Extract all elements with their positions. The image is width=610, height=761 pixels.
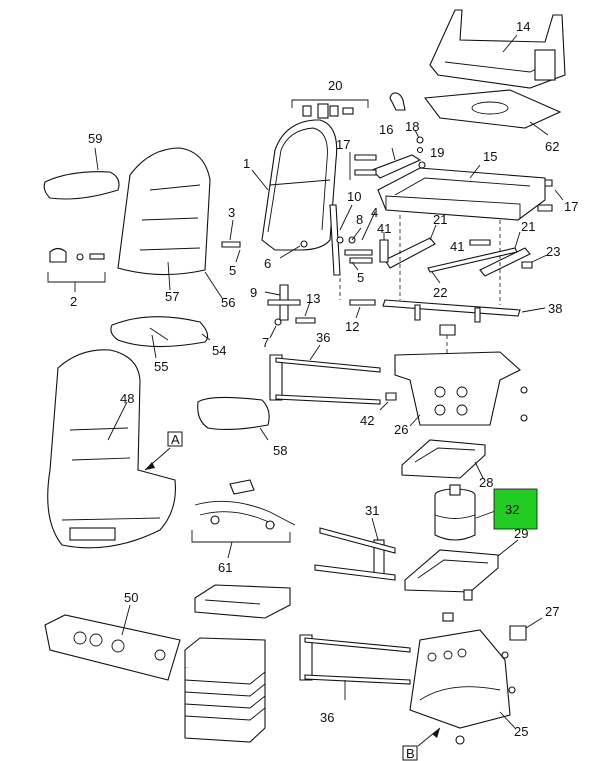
callout-54: 54: [212, 343, 226, 358]
part-56-57-back-cover: [117, 147, 223, 299]
part-36-lower-rod: [299, 634, 411, 700]
callout-50: 50: [124, 590, 138, 605]
part-27-bumper: [442, 612, 543, 641]
callout-3: 3: [228, 205, 235, 220]
part-61-wiring: [191, 479, 296, 559]
part-62-swivel-plate: [389, 89, 562, 136]
callout-57: 57: [165, 289, 179, 304]
callout-5a: 5: [229, 263, 236, 278]
callout-25: 25: [514, 724, 528, 739]
callout-48: 48: [120, 391, 134, 406]
callout-41b: 41: [450, 239, 464, 254]
callout-21a: 21: [433, 212, 447, 227]
callout-17b: 17: [564, 199, 578, 214]
part-15-slider: [377, 164, 546, 221]
part-20-hardware: [291, 99, 369, 119]
callout-4: 4: [371, 205, 378, 220]
callout-14: 14: [516, 19, 530, 34]
part-9-7-13-12: [264, 278, 376, 339]
callout-41a: 41: [377, 221, 391, 236]
callout-38: 38: [548, 301, 562, 316]
part-21-41-22-23-links: [379, 224, 548, 284]
callout-31: 31: [365, 503, 379, 518]
callout-36b: 36: [320, 710, 334, 725]
callout-7: 7: [262, 335, 269, 350]
callout-27: 27: [545, 604, 559, 619]
callout-17a: 17: [336, 137, 350, 152]
callout-32: 32: [505, 502, 519, 517]
part-58-armrest: [197, 396, 270, 441]
callout-1: 1: [243, 156, 250, 171]
callout-21b: 21: [521, 219, 535, 234]
callout-8: 8: [356, 212, 363, 227]
callout-labels: 14 20 59 16 18 62 17 19 15 1 10 17 3 8 4…: [70, 19, 578, 761]
callout-20: 20: [328, 78, 342, 93]
part-26-base: [379, 324, 528, 427]
part-1-back-frame: [251, 119, 338, 251]
part-32-air-spring: [434, 484, 538, 541]
part-38-rod: [382, 215, 546, 323]
part-54-55-cushion: [110, 316, 211, 359]
callout-36a: 36: [316, 330, 330, 345]
part-29-lower-link: [404, 539, 519, 601]
bellows-assembly: [184, 584, 291, 743]
callout-56: 56: [221, 295, 235, 310]
callout-58: 58: [273, 443, 287, 458]
callout-55: 55: [154, 359, 168, 374]
callout-42: 42: [360, 413, 374, 428]
callout-2: 2: [70, 294, 77, 309]
callout-10: 10: [347, 189, 361, 204]
callout-9: 9: [250, 285, 257, 300]
part-36-upper-rod: [269, 344, 381, 405]
part-59-armrest: [43, 147, 120, 200]
part-31-shock: [314, 517, 396, 581]
callout-16: 16: [379, 122, 393, 137]
part-48-seat: [47, 349, 176, 549]
callout-61: 61: [218, 560, 232, 575]
view-a-label: A: [171, 432, 180, 447]
part-2-hardware: [47, 247, 106, 292]
callout-18: 18: [405, 119, 419, 134]
part-50-panel: [44, 604, 181, 681]
callout-29: 29: [514, 526, 528, 541]
callout-6: 6: [264, 256, 271, 271]
part-16-19-bracket: [371, 129, 426, 179]
callout-23: 23: [546, 244, 560, 259]
view-b-label: B: [406, 746, 415, 761]
callout-26: 26: [394, 422, 408, 437]
callout-19: 19: [430, 145, 444, 160]
part-32-callout-box: [493, 488, 538, 530]
part-17-screws: [349, 152, 564, 212]
callout-13: 13: [306, 291, 320, 306]
part-10-bracket: [221, 204, 376, 276]
callout-62: 62: [545, 139, 559, 154]
part-28-link: [401, 439, 486, 479]
part-14-frame: [429, 9, 566, 89]
part-25-riser: [409, 629, 516, 745]
callout-28: 28: [479, 475, 493, 490]
callout-59: 59: [88, 131, 102, 146]
view-a-marker: [144, 431, 183, 471]
view-b-marker: [402, 727, 441, 761]
callout-15: 15: [483, 149, 497, 164]
callout-5b: 5: [357, 270, 364, 285]
callout-22: 22: [433, 285, 447, 300]
callout-12: 12: [345, 319, 359, 334]
